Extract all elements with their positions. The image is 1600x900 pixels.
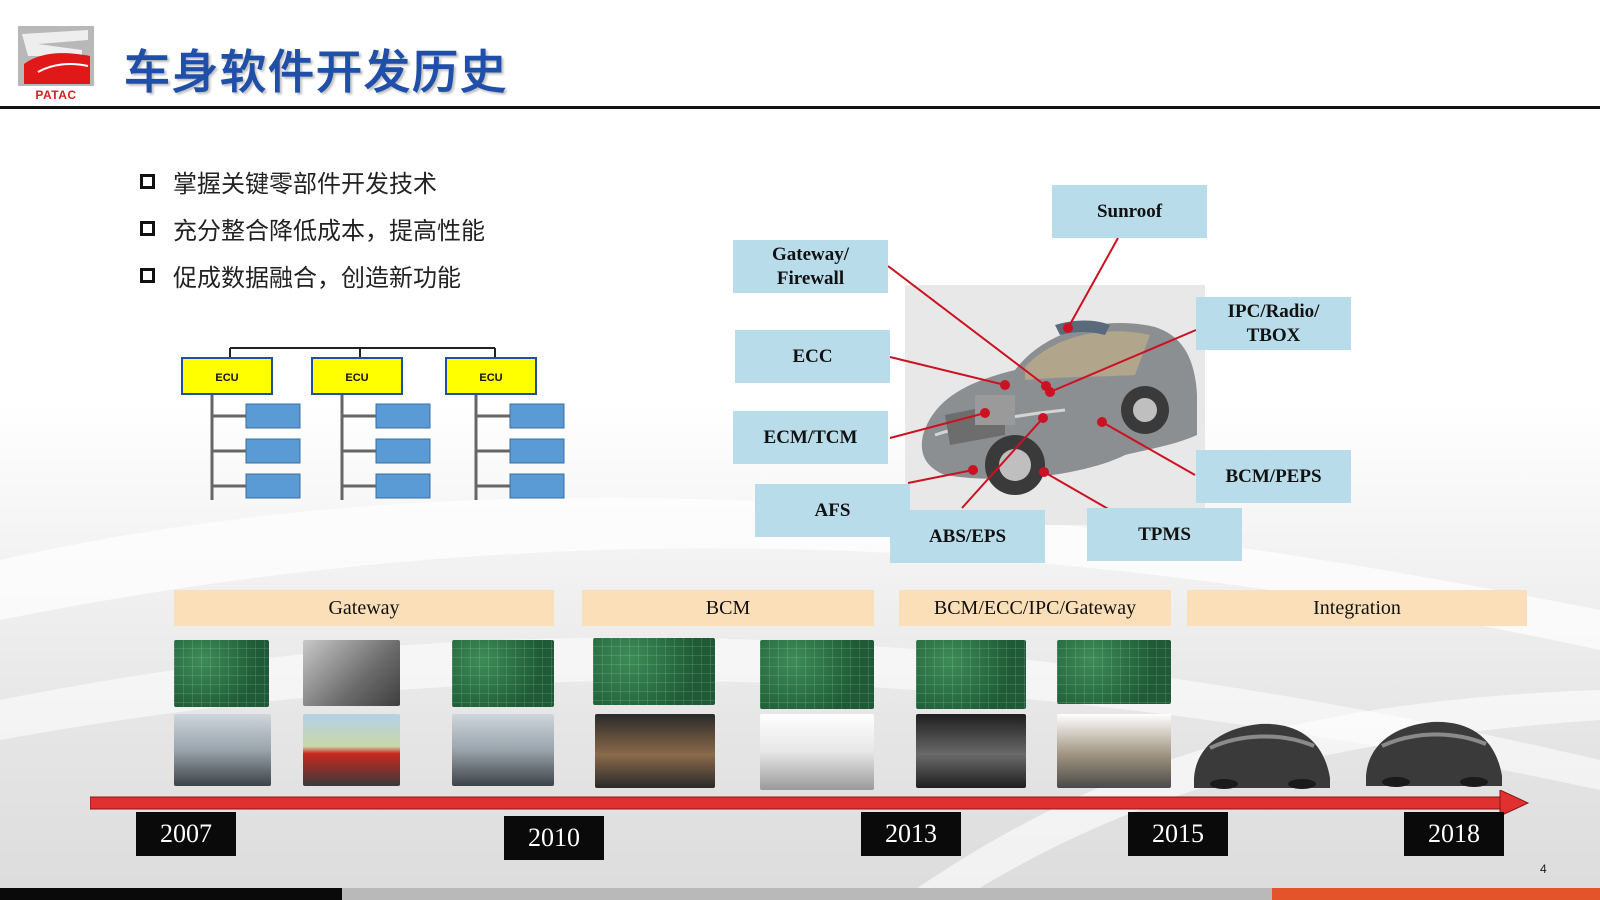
bullet-text: 充分整合降低成本，提高性能 xyxy=(173,217,485,245)
callout-label: AFS xyxy=(814,499,851,521)
bullet-item: 掌握关键零部件开发技术 xyxy=(140,158,485,205)
vehicle-photo xyxy=(303,714,400,786)
callout-label: IPC/Radio/ xyxy=(1227,300,1320,322)
module-photo xyxy=(303,640,400,706)
callout-bcm-peps: BCM/PEPS xyxy=(1196,450,1351,503)
checkbox-square-icon xyxy=(140,268,155,283)
patac-logo: PATAC xyxy=(18,26,94,104)
vehicle-photo xyxy=(595,714,715,788)
bullet-text: 掌握关键零部件开发技术 xyxy=(173,170,437,198)
vehicle-photo xyxy=(1057,714,1171,788)
timeline-arrow xyxy=(90,790,1530,816)
vehicle-photo xyxy=(916,714,1026,788)
phase-integration: Integration xyxy=(1187,590,1527,626)
module-box xyxy=(245,473,301,499)
callout-label: TPMS xyxy=(1138,523,1191,545)
patac-logo-icon xyxy=(18,26,94,86)
module-photo xyxy=(452,640,554,707)
vehicle-photo xyxy=(174,714,271,786)
callout-label: ECC xyxy=(792,345,833,367)
module-box xyxy=(509,403,565,429)
callout-tpms: TPMS xyxy=(1087,508,1242,561)
callout-sunroof: Sunroof xyxy=(1052,185,1207,238)
ecu-label: ECU xyxy=(345,372,368,384)
module-box xyxy=(509,473,565,499)
ecu-box: ECU xyxy=(181,357,273,395)
ecu-box: ECU xyxy=(445,357,537,395)
callout-label: ECM/TCM xyxy=(763,426,858,448)
ecu-box: ECU xyxy=(311,357,403,395)
title-divider xyxy=(0,106,1600,109)
callout-abs-eps: ABS/EPS xyxy=(890,510,1045,563)
callout-afs: AFS xyxy=(755,484,910,537)
callout-gateway-firewall: Gateway/ Firewall xyxy=(733,240,888,293)
ecu-label: ECU xyxy=(215,372,238,384)
phase-bcm: BCM xyxy=(582,590,874,626)
bullet-item: 促成数据融合，创造新功能 xyxy=(140,252,485,299)
callout-ecm-tcm: ECM/TCM xyxy=(733,411,888,464)
car-cutaway-illustration xyxy=(905,285,1205,525)
bullet-item: 充分整合降低成本，提高性能 xyxy=(140,205,485,252)
module-photo xyxy=(760,640,874,709)
covered-concept-car xyxy=(1194,723,1330,789)
module-box xyxy=(375,403,431,429)
phase-integration-bcm-ecc: BCM/ECC/IPC/Gateway xyxy=(899,590,1171,626)
phase-label: BCM xyxy=(705,596,751,619)
callout-label: TBOX xyxy=(1246,324,1301,346)
module-box xyxy=(509,438,565,464)
module-box xyxy=(245,438,301,464)
callout-label: Firewall xyxy=(776,267,845,289)
year-label: 2018 xyxy=(1404,812,1504,856)
module-box xyxy=(245,403,301,429)
footer-bar xyxy=(342,888,1272,900)
callout-label: Sunroof xyxy=(1096,200,1163,222)
page-title: 车身软件开发历史 xyxy=(124,45,508,99)
year-label: 2013 xyxy=(861,812,961,856)
callout-ecc: ECC xyxy=(735,330,890,383)
phase-gateway: Gateway xyxy=(174,590,554,626)
module-photo xyxy=(593,638,715,705)
module-box xyxy=(375,473,431,499)
vehicle-photo xyxy=(452,714,554,786)
footer-bar xyxy=(1272,888,1600,900)
footer-bar xyxy=(0,888,342,900)
bullet-list: 掌握关键零部件开发技术 充分整合降低成本，提高性能 促成数据融合，创造新功能 xyxy=(140,158,485,299)
checkbox-square-icon xyxy=(140,174,155,189)
year-label: 2007 xyxy=(136,812,236,856)
vehicle-photo xyxy=(760,714,874,790)
bullet-text: 促成数据融合，创造新功能 xyxy=(173,264,461,292)
module-photo xyxy=(174,640,269,707)
module-photo xyxy=(916,640,1026,709)
callout-ipc-radio-tbox: IPC/Radio/ TBOX xyxy=(1196,297,1351,350)
callout-label: ABS/EPS xyxy=(928,525,1007,547)
phase-label: Integration xyxy=(1313,596,1401,619)
callout-label: Gateway/ xyxy=(771,243,850,265)
ecu-architecture-diagram: ECU ECU ECU xyxy=(181,347,565,500)
module-box xyxy=(375,438,431,464)
ecu-label: ECU xyxy=(479,372,502,384)
covered-concept-car xyxy=(1366,721,1502,787)
year-label: 2010 xyxy=(504,816,604,860)
page-number: 4 xyxy=(1540,862,1547,876)
phase-label: BCM/ECC/IPC/Gateway xyxy=(933,596,1137,619)
logo-text: PATAC xyxy=(35,88,77,102)
checkbox-square-icon xyxy=(140,221,155,236)
phase-label: Gateway xyxy=(328,596,400,619)
year-label: 2015 xyxy=(1128,812,1228,856)
callout-label: BCM/PEPS xyxy=(1225,465,1322,487)
module-photo xyxy=(1057,640,1171,704)
